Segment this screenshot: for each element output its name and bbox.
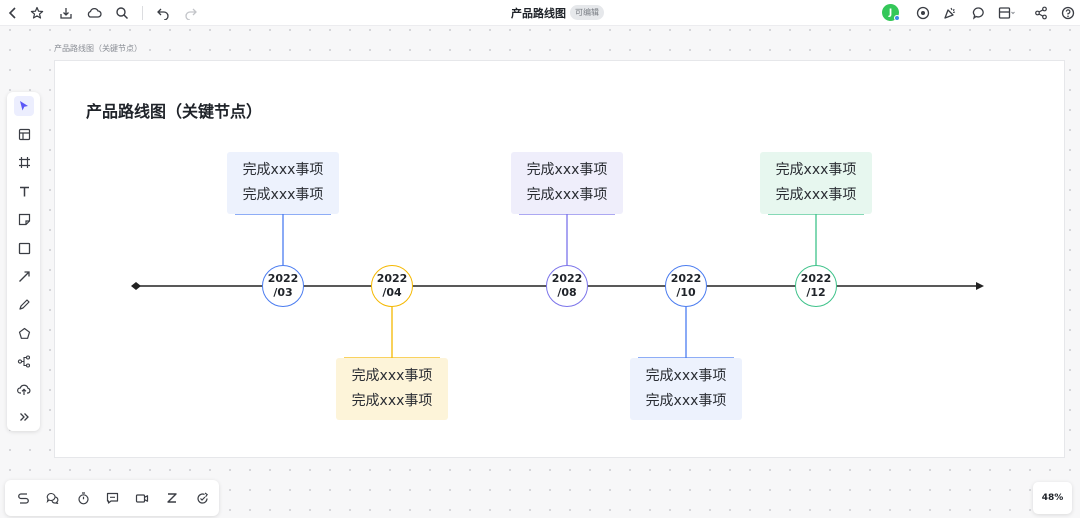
milestone-year: 2022 <box>670 272 702 285</box>
zoom-level[interactable]: 48% <box>1033 482 1072 514</box>
milestone-card[interactable]: 完成xxx事项完成xxx事项 <box>760 152 872 214</box>
toolbar-divider <box>142 6 143 20</box>
timer-icon[interactable] <box>73 488 93 508</box>
download-icon[interactable] <box>56 3 76 23</box>
video-icon[interactable] <box>132 488 152 508</box>
milestone-date-node[interactable]: 2022/08 <box>546 265 588 307</box>
comment-icon[interactable] <box>102 488 122 508</box>
milestone-date-node[interactable]: 2022/12 <box>795 265 837 307</box>
mindmap-icon[interactable] <box>14 351 34 371</box>
top-bar: 产品路线图 可编辑 J <box>0 0 1080 26</box>
milestone-task-line: 完成xxx事项 <box>351 368 433 384</box>
more-icon[interactable] <box>14 407 34 427</box>
frame-icon[interactable] <box>14 152 34 172</box>
milestone-month: /10 <box>676 286 696 299</box>
redo-icon[interactable] <box>181 3 201 23</box>
sticky-note-icon[interactable] <box>14 209 34 229</box>
connector-icon[interactable] <box>14 266 34 286</box>
comment-icon[interactable] <box>969 3 989 23</box>
milestone-task-line: 完成xxx事项 <box>526 162 608 178</box>
flow-icon[interactable] <box>13 488 33 508</box>
milestone-task-line: 完成xxx事项 <box>351 393 433 409</box>
z-icon[interactable] <box>162 488 182 508</box>
milestone-task-line: 完成xxx事项 <box>775 162 857 178</box>
milestone-task-line: 完成xxx事项 <box>775 187 857 203</box>
milestone-task-line: 完成xxx事项 <box>242 162 324 178</box>
diagram-title[interactable]: 产品路线图（关键节点） <box>86 102 263 121</box>
polygon-icon[interactable] <box>14 323 34 343</box>
bottom-toolbar <box>5 480 219 516</box>
cloud-icon[interactable] <box>84 3 104 23</box>
milestone-card[interactable]: 完成xxx事项完成xxx事项 <box>511 152 623 214</box>
canvas-frame[interactable] <box>54 60 1065 458</box>
milestone-month: /12 <box>806 286 826 299</box>
undo-icon[interactable] <box>153 3 173 23</box>
document-title[interactable]: 产品路线图 <box>511 7 566 20</box>
online-status-dot <box>894 15 900 21</box>
milestone-month: /08 <box>557 286 577 299</box>
milestone-date-node[interactable]: 2022/03 <box>262 265 304 307</box>
milestone-year: 2022 <box>551 272 583 285</box>
layout-icon[interactable] <box>997 3 1017 23</box>
milestone-year: 2022 <box>800 272 832 285</box>
milestone-month: /03 <box>273 286 293 299</box>
milestone-card[interactable]: 完成xxx事项完成xxx事项 <box>336 358 448 420</box>
milestone-card[interactable]: 完成xxx事项完成xxx事项 <box>227 152 339 214</box>
vote-icon[interactable] <box>192 488 212 508</box>
edit-status-badge: 可编辑 <box>570 5 604 20</box>
milestone-card[interactable]: 完成xxx事项完成xxx事项 <box>630 358 742 420</box>
milestone-task-line: 完成xxx事项 <box>645 393 727 409</box>
frame-breadcrumb[interactable]: 产品路线图（关键节点） <box>54 44 142 53</box>
milestone-task-line: 完成xxx事项 <box>242 187 324 203</box>
milestone-date-node[interactable]: 2022/10 <box>665 265 707 307</box>
timeline-end-arrow <box>976 282 984 290</box>
text-icon[interactable] <box>14 181 34 201</box>
left-toolbar <box>7 92 40 431</box>
present-icon[interactable] <box>913 3 933 23</box>
table-icon[interactable] <box>14 124 34 144</box>
milestone-year: 2022 <box>376 272 408 285</box>
rectangle-icon[interactable] <box>14 238 34 258</box>
celebrate-icon[interactable] <box>940 3 960 23</box>
upload-icon[interactable] <box>14 379 34 399</box>
timeline-start-marker <box>131 282 141 290</box>
back-icon[interactable] <box>3 3 23 23</box>
milestone-year: 2022 <box>267 272 299 285</box>
help-icon[interactable] <box>1058 3 1078 23</box>
star-icon[interactable] <box>27 3 47 23</box>
milestone-task-line: 完成xxx事项 <box>526 187 608 203</box>
pen-icon[interactable] <box>14 294 34 314</box>
select-icon[interactable] <box>14 96 34 116</box>
milestone-date-node[interactable]: 2022/04 <box>371 265 413 307</box>
search-icon[interactable] <box>112 3 132 23</box>
chat-icon[interactable] <box>43 488 63 508</box>
share-icon[interactable] <box>1031 3 1051 23</box>
milestone-month: /04 <box>382 286 402 299</box>
milestone-task-line: 完成xxx事项 <box>645 368 727 384</box>
